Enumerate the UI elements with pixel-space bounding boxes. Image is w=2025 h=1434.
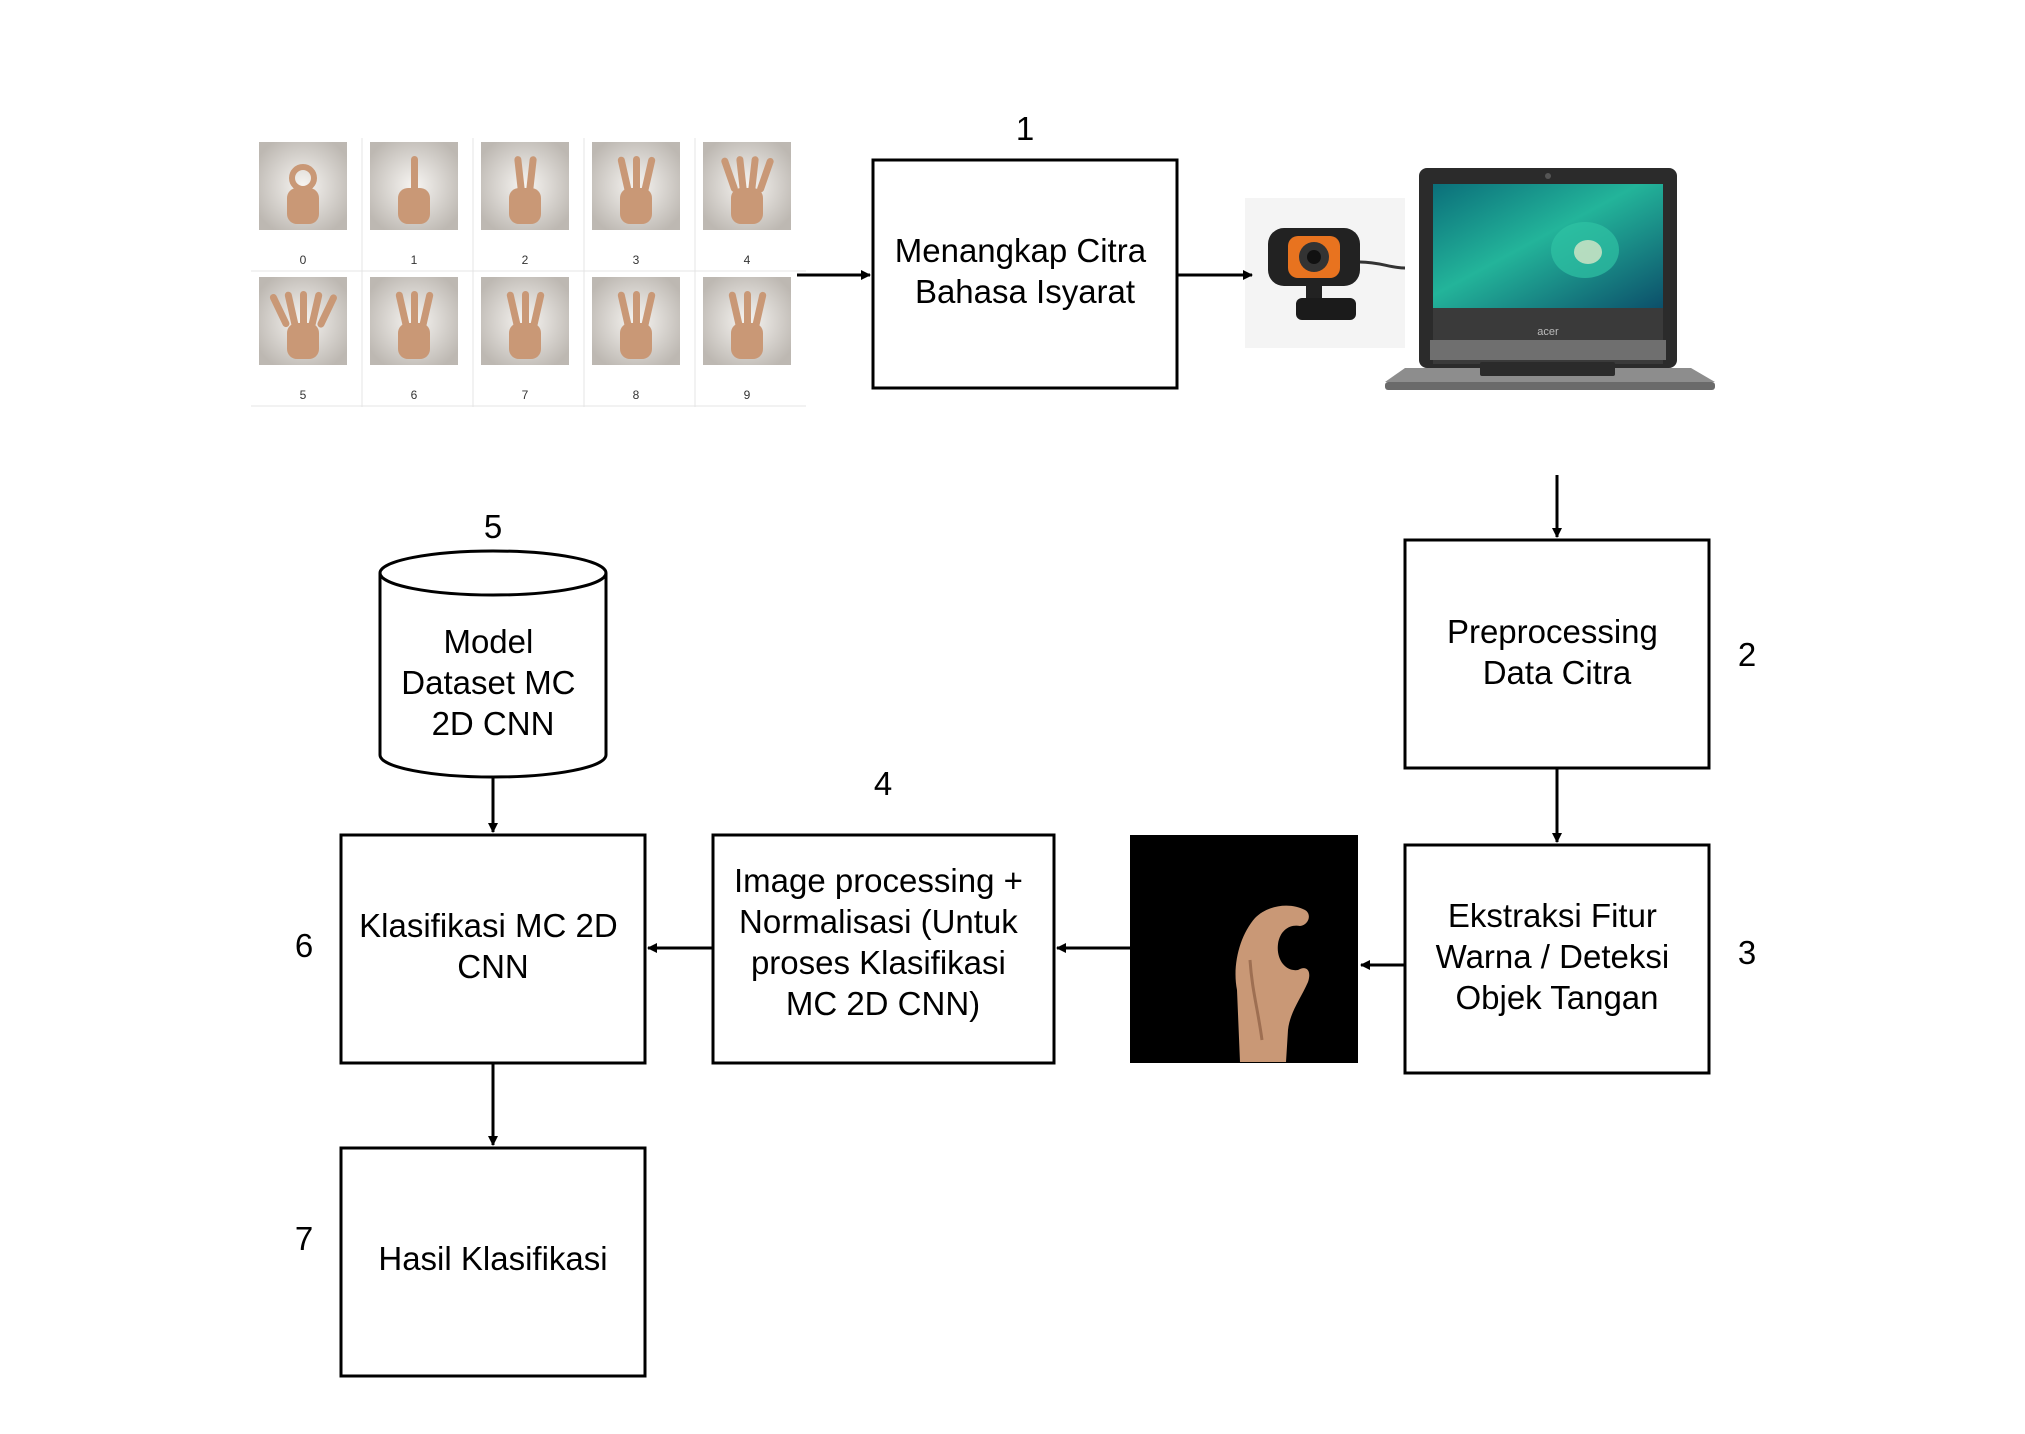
dataset-tile-label: 9 (744, 388, 751, 402)
step5-number: 5 (484, 508, 502, 545)
webcam-icon (1268, 228, 1406, 320)
hand-sign-icon (509, 156, 541, 224)
step3-number: 3 (1738, 934, 1756, 971)
dataset-tile-label: 6 (411, 388, 418, 402)
dataset-tile-label: 7 (522, 388, 529, 402)
hand-sign-icon (617, 291, 656, 359)
hand-sign-icon (617, 156, 656, 224)
dataset-tile: 2 (481, 142, 569, 267)
step4-label: Image processing + Normalisasi (Untuk pr… (734, 862, 1032, 1022)
dataset-tile: 1 (370, 142, 458, 267)
step3-box (1403, 843, 1711, 1075)
dataset-tile-label: 5 (300, 388, 307, 402)
laptop-icon: acer (1385, 168, 1715, 390)
flow-arrows (488, 270, 1562, 1146)
step4-number: 4 (874, 765, 892, 802)
dataset-tile: 9 (703, 277, 791, 402)
hand-sign-icon (721, 156, 774, 224)
step1-number: 1 (1016, 110, 1034, 147)
hand-sign-icon (395, 291, 434, 359)
dataset-tile: 8 (592, 277, 680, 402)
dataset-tile-label: 3 (633, 253, 640, 267)
step7-box (339, 1146, 647, 1378)
dataset-image-grid: 0 1 2 3 4 5 6 7 8 9 (251, 138, 806, 407)
extracted-hand-image (1130, 835, 1358, 1063)
webcam-laptop-image: acer (1245, 168, 1715, 390)
dataset-tile-label: 4 (744, 253, 751, 267)
dataset-tile-label: 0 (300, 253, 307, 267)
laptop-brand-label: acer (1537, 326, 1559, 338)
step7-number: 7 (295, 1220, 313, 1257)
step2-number: 2 (1738, 636, 1756, 673)
dataset-tile: 6 (370, 277, 458, 402)
step3-label: Ekstraksi Fitur Warna / Deteksi Objek Ta… (1436, 897, 1679, 1016)
dataset-tile: 7 (481, 277, 569, 402)
step2-label: Preprocessing Data Citra (1447, 613, 1667, 691)
hand-sign-icon (287, 164, 319, 224)
dataset-tile: 5 (259, 277, 347, 402)
hand-sign-icon (269, 291, 337, 359)
dataset-tile: 0 (259, 142, 347, 267)
hand-sign-icon (398, 156, 430, 224)
dataset-tile-label: 2 (522, 253, 529, 267)
step1-label: Menangkap Citra Bahasa Isyarat (895, 232, 1155, 310)
step5-label: Model Dataset MC 2D CNN (401, 623, 584, 742)
hand-sign-icon (728, 291, 767, 359)
hand-sign-icon (506, 291, 545, 359)
step6-number: 6 (295, 927, 313, 964)
dataset-tile-label: 8 (633, 388, 640, 402)
dataset-tile: 3 (592, 142, 680, 267)
step6-label: Klasifikasi MC 2D CNN (359, 907, 627, 985)
step7-label: Hasil Klasifikasi (378, 1240, 607, 1277)
dataset-tile: 4 (703, 142, 791, 267)
dataset-tile-label: 1 (411, 253, 418, 267)
step5-database-cylinder (378, 549, 608, 779)
